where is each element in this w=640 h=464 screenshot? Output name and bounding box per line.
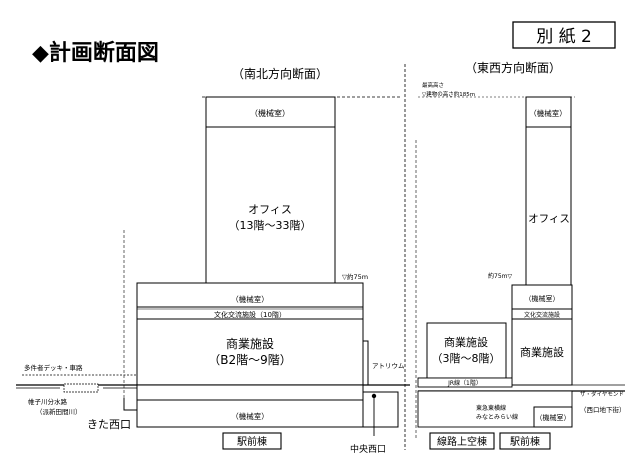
- ew-machine-room-top-label: （機械室）: [529, 108, 567, 118]
- ew-commercial-left-floors: （3階～8階）: [432, 351, 501, 365]
- ns-station-building-box: [222, 432, 282, 450]
- ns-machine-room-top-label: （機械室）: [250, 108, 290, 118]
- ns-deck-label: 多件者デッキ・車路: [24, 363, 83, 372]
- ew-jr-line-box: [417, 377, 513, 388]
- ns-basement-right: [363, 391, 399, 428]
- ns-office-label: オフィス: [248, 203, 292, 216]
- ew-overpass-building-label: 線路上空棟: [437, 435, 487, 448]
- ew-machine-room-under-label: （機械室）: [536, 413, 571, 422]
- ns-atrium-outline: [362, 319, 369, 385]
- ew-machine-room-mid-label: （機械室）: [525, 294, 560, 303]
- ew-machine-room-mid: [511, 284, 573, 310]
- ns-commercial-block: [136, 318, 364, 386]
- page-title: ◆計画断面図: [32, 40, 159, 66]
- ns-river-sub: （派新田間川）: [36, 407, 82, 416]
- ns-atrium-label: アトリウム: [372, 362, 405, 370]
- ew-overpass-building-box: [429, 432, 495, 450]
- ew-commercial-right-block: [511, 318, 573, 386]
- ew-station-building-box: [499, 432, 551, 450]
- attachment-box: [512, 21, 616, 49]
- ns-level-mark: ▽約75m: [342, 272, 368, 281]
- ew-machine-room-top: [525, 96, 572, 128]
- ns-machine-room-top: [205, 96, 336, 128]
- ns-basement-step: [123, 398, 138, 411]
- ns-basement-1: [136, 384, 364, 401]
- ns-station-building-label: 駅前棟: [237, 435, 267, 448]
- ew-commercial-left-block: [426, 322, 507, 379]
- ns-machine-room-under: [136, 399, 364, 428]
- ns-chuo-marker: [371, 393, 377, 399]
- ew-jr-line-label: JR線（1階）: [447, 379, 482, 387]
- ew-note-1: 最高高さ: [422, 81, 444, 89]
- ew-heading: （東西方向断面）: [465, 60, 561, 75]
- ns-office-floors: （13階～33階）: [229, 218, 312, 232]
- ns-machine-room-under-label: （機械室）: [231, 411, 269, 421]
- ew-tokyu-line-label: 東急東横線: [476, 404, 506, 412]
- ew-office-block: [525, 126, 572, 286]
- ns-chuo-nishiguchi-label: 中央西口: [350, 443, 386, 455]
- ew-note-2: ▽建物の高さ約185m: [422, 90, 475, 98]
- ew-commercial-right-label: 商業施設: [520, 345, 564, 359]
- ns-commercial-floors: （B2階～9階）: [208, 352, 292, 367]
- ns-heading: （南北方向断面）: [232, 66, 328, 81]
- ew-level-mark: 約75m▽: [488, 272, 512, 280]
- ew-machine-room-under: [533, 406, 573, 428]
- attachment-label: 別 紙 2: [536, 27, 592, 47]
- ew-nishiguchi-underground-label: （西口地下街）: [580, 405, 626, 414]
- ns-machine-room-mid: [136, 282, 364, 308]
- ns-culture-label: 文化交流施設（10階）: [214, 310, 286, 319]
- ns-machine-room-mid-label: （機械室）: [231, 294, 269, 304]
- ns-river-box: [63, 383, 99, 393]
- ns-commercial-label: 商業施設: [226, 336, 274, 351]
- ew-culture-label: 文化交流施設: [524, 311, 560, 319]
- ew-station-building-label: 駅前棟: [510, 435, 540, 448]
- ew-minatomirai-line-label: みなとみらい線: [476, 413, 518, 421]
- ew-commercial-left-label: 商業施設: [444, 335, 488, 349]
- ew-the-diamond-label: ザ・ダイヤモンド: [580, 390, 624, 398]
- ew-office-label: オフィス: [528, 213, 570, 225]
- ns-office-block: [205, 126, 336, 284]
- ns-kita-nishiguchi-label: きた西口: [87, 418, 131, 431]
- ns-river-label: 帷子川分水路: [28, 397, 68, 406]
